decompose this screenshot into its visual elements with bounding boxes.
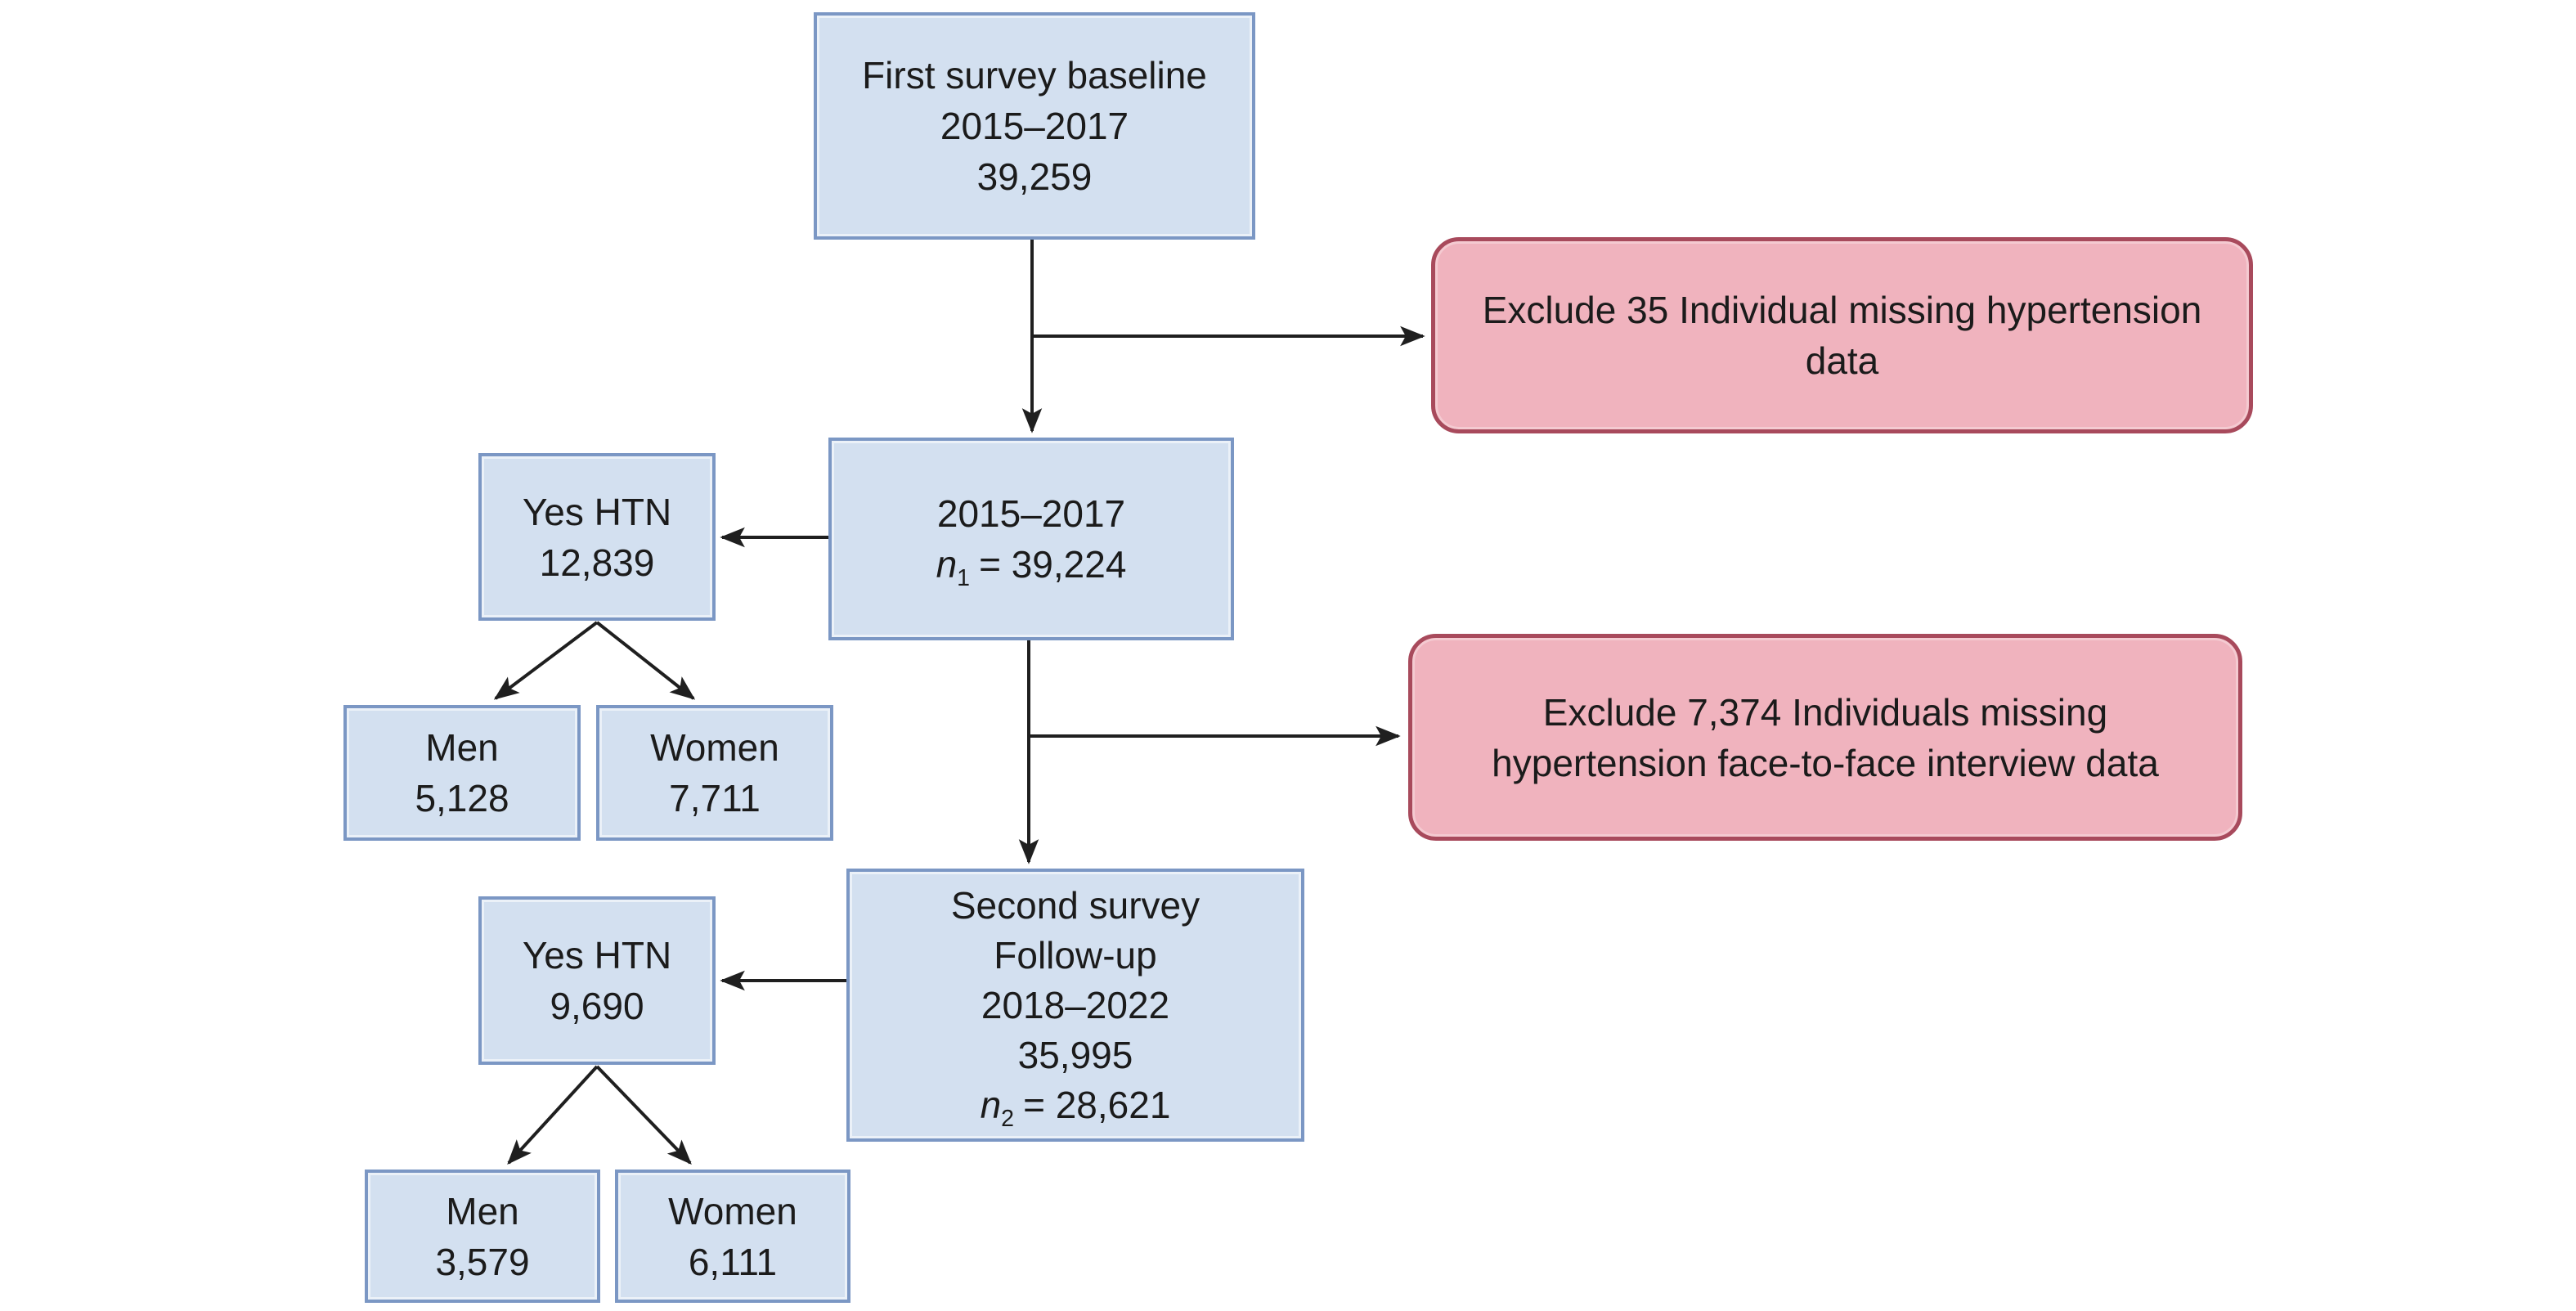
- box-men-1: Men 5,128: [343, 705, 581, 841]
- yes-htn-1-label: Yes HTN: [522, 490, 672, 533]
- second-survey-title: Second survey: [950, 883, 1200, 927]
- box-yes-htn-2: Yes HTN 9,690: [478, 896, 716, 1065]
- exclude1-line2: data: [1805, 339, 1879, 382]
- yes-htn-1-count: 12,839: [539, 541, 655, 584]
- first-survey-title: First survey baseline: [862, 54, 1207, 97]
- first-survey-years: 2015–2017: [940, 105, 1129, 147]
- men-1-label: Men: [425, 726, 499, 769]
- exclude2-line1: Exclude 7,374 Individuals missing: [1542, 690, 2108, 734]
- cohort1-n: n1= 39,224: [936, 543, 1127, 592]
- box-yes-htn-1: Yes HTN 12,839: [478, 453, 716, 621]
- arrow-yeshtn1-to-men1: [493, 621, 599, 700]
- men-2-count: 3,579: [435, 1240, 530, 1283]
- men-1-count: 5,128: [415, 777, 509, 819]
- women-1-count: 7,711: [669, 777, 761, 819]
- exclude2-line2: hypertension face-to-face interview data: [1492, 741, 2159, 784]
- second-survey-count: 35,995: [1017, 1033, 1133, 1076]
- arrow-yeshtn2-to-women2: [595, 1065, 692, 1165]
- yes-htn-2-count: 9,690: [550, 985, 644, 1027]
- box-men-2: Men 3,579: [365, 1170, 600, 1303]
- box-women-1: Women 7,711: [596, 705, 833, 841]
- first-survey-count: 39,259: [976, 155, 1093, 198]
- box-first-survey-baseline: First survey baseline 2015–2017 39,259: [814, 12, 1255, 240]
- women-2-count: 6,111: [688, 1240, 778, 1283]
- arrow-yeshtn1-to-women1: [595, 621, 696, 700]
- box-second-survey-followup: Second survey Follow-up 2018–2022 35,995…: [846, 869, 1304, 1142]
- second-survey-years: 2018–2022: [981, 983, 1170, 1026]
- box-exclude-missing-hypertension-data: Exclude 35 Individual missing hypertensi…: [1431, 237, 2253, 433]
- box-women-2: Women 6,111: [615, 1170, 850, 1303]
- box-exclude-missing-interview-data: Exclude 7,374 Individuals missing hypert…: [1408, 634, 2242, 841]
- women-1-label: Women: [650, 726, 779, 769]
- men-2-label: Men: [446, 1189, 519, 1232]
- second-survey-followup: Follow-up: [994, 933, 1157, 977]
- yes-htn-2-label: Yes HTN: [522, 934, 672, 977]
- women-2-label: Women: [668, 1189, 797, 1232]
- exclude1-line1: Exclude 35 Individual missing hypertensi…: [1482, 289, 2202, 331]
- cohort1-years: 2015–2017: [936, 492, 1126, 535]
- second-survey-n: n2= 28,621: [980, 1083, 1171, 1132]
- arrow-yeshtn2-to-men2: [507, 1065, 599, 1165]
- box-cohort-2015-2017: 2015–2017 n1= 39,224: [828, 438, 1234, 640]
